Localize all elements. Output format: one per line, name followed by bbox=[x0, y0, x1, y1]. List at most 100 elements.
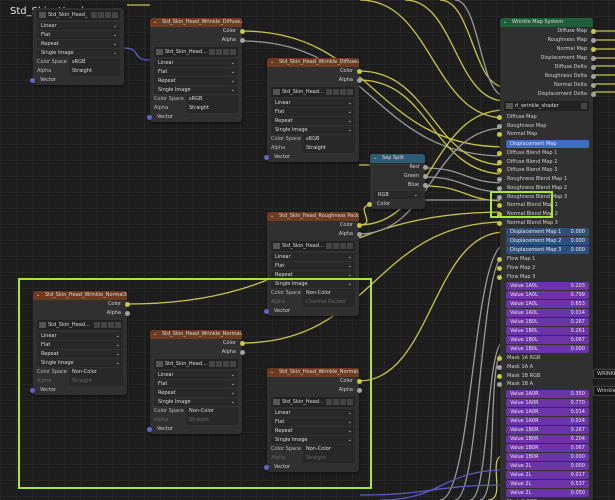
input-socket[interactable] bbox=[497, 194, 502, 200]
fake-user-icon[interactable] bbox=[216, 49, 222, 55]
input-socket[interactable] bbox=[264, 465, 269, 470]
collapse-chevron-icon[interactable]: ⌄ bbox=[503, 19, 508, 25]
image-selector[interactable]: Std_Skin_Head... bbox=[154, 359, 238, 369]
node-dropdown[interactable]: Flat⌄ bbox=[37, 31, 120, 39]
node-header[interactable]: ⌄Std_Skin_Head_Wrinkle_Normal1.png bbox=[267, 368, 359, 377]
users-icon[interactable] bbox=[326, 243, 332, 249]
close-icon[interactable] bbox=[347, 89, 353, 95]
input-socket[interactable] bbox=[30, 388, 35, 393]
property-value[interactable]: Straight bbox=[186, 416, 238, 425]
output-socket[interactable] bbox=[591, 29, 596, 34]
input-socket[interactable] bbox=[497, 365, 502, 370]
input-socket[interactable] bbox=[497, 274, 502, 280]
collapse-chevron-icon[interactable]: ⌄ bbox=[270, 213, 275, 219]
image-texture-node[interactable]: ⌄Std_Skin_Head_Wrinkle_Diffuse2.pngColor… bbox=[147, 18, 245, 122]
node-dropdown[interactable]: Repeat⌄ bbox=[154, 77, 238, 85]
output-socket[interactable] bbox=[591, 83, 596, 88]
input-socket[interactable] bbox=[30, 78, 35, 83]
open-folder-icon[interactable] bbox=[340, 89, 346, 95]
node-dropdown[interactable]: Linear⌄ bbox=[271, 253, 355, 261]
node-dropdown[interactable]: Flat⌄ bbox=[271, 418, 355, 426]
input-socket[interactable] bbox=[497, 211, 502, 217]
node-dropdown[interactable]: Linear⌄ bbox=[37, 332, 123, 340]
input-socket[interactable] bbox=[264, 155, 269, 160]
output-socket[interactable] bbox=[423, 165, 428, 170]
fake-user-icon[interactable] bbox=[333, 243, 339, 249]
property-value[interactable]: Non-Color bbox=[69, 368, 123, 377]
fake-user-icon[interactable] bbox=[101, 322, 107, 328]
output-socket[interactable] bbox=[591, 47, 596, 52]
property-value[interactable]: Non-Color bbox=[186, 407, 238, 416]
collapse-chevron-icon[interactable]: ⌄ bbox=[270, 369, 275, 375]
node-header[interactable]: ⌄Std_Skin_Head_Wrinkle_Normal3.png bbox=[33, 291, 127, 300]
node-header[interactable]: ⌄Std_Skin_Head_Wrinkle_Normal2.png bbox=[150, 330, 242, 339]
node-header[interactable]: ⌄Sep Split bbox=[370, 154, 425, 163]
node-header[interactable]: ⌄Std_Skin_Head_Wrinkle_Diffuse2.png bbox=[150, 18, 242, 27]
users-icon[interactable] bbox=[326, 399, 332, 405]
output-socket[interactable] bbox=[591, 92, 596, 97]
output-socket[interactable] bbox=[423, 174, 428, 179]
property-value[interactable]: Straight bbox=[69, 67, 120, 76]
output-socket[interactable] bbox=[240, 341, 245, 346]
input-socket[interactable] bbox=[497, 257, 502, 263]
users-icon[interactable] bbox=[326, 89, 332, 95]
image-texture-node[interactable]: ⌄Std_Skin_Head_Wrinkle_Diffuse1.pngColor… bbox=[264, 58, 362, 162]
input-socket[interactable] bbox=[147, 115, 152, 120]
open-folder-icon[interactable] bbox=[105, 12, 111, 18]
input-socket[interactable] bbox=[497, 115, 502, 120]
node-dropdown[interactable]: Single Image⌄ bbox=[154, 86, 238, 94]
property-value[interactable]: Straight bbox=[303, 454, 355, 463]
node-header[interactable]: ⌄Std_Skin_Head_Wrinkle_Diffuse1.png bbox=[267, 58, 359, 67]
node-dropdown[interactable]: Single Image⌄ bbox=[154, 398, 238, 406]
property-value[interactable]: Straight bbox=[69, 377, 123, 386]
input-socket[interactable] bbox=[264, 309, 269, 314]
input-socket[interactable] bbox=[497, 382, 502, 388]
node-header[interactable]: ⌄Std_Skin_Head_Roughness Packed.exr bbox=[267, 212, 359, 221]
property-value[interactable]: Straight bbox=[303, 144, 355, 153]
node-dropdown[interactable]: Single Image⌄ bbox=[271, 126, 355, 134]
close-icon[interactable] bbox=[112, 12, 118, 18]
input-socket[interactable] bbox=[497, 159, 502, 165]
property-value[interactable]: Channel Packed bbox=[303, 298, 355, 307]
input-socket[interactable] bbox=[497, 373, 502, 379]
node-dropdown[interactable]: Flat⌄ bbox=[154, 380, 238, 388]
input-socket[interactable] bbox=[497, 132, 502, 138]
collapse-chevron-icon[interactable]: ⌄ bbox=[270, 59, 275, 65]
output-socket[interactable] bbox=[591, 38, 596, 43]
fake-user-icon[interactable] bbox=[333, 89, 339, 95]
close-icon[interactable] bbox=[230, 49, 236, 55]
close-icon[interactable] bbox=[347, 243, 353, 249]
image-texture-node[interactable]: ⌄Std_Skin_Head_Roughness Packed.exrColor… bbox=[264, 212, 362, 316]
node-dropdown[interactable]: Repeat⌄ bbox=[271, 427, 355, 435]
output-socket[interactable] bbox=[591, 74, 596, 79]
collapse-chevron-icon[interactable]: ⌄ bbox=[153, 331, 158, 337]
input-socket[interactable] bbox=[497, 356, 502, 362]
output-socket[interactable] bbox=[240, 350, 245, 355]
node-group-selector[interactable]: rl_wrinkle_shader bbox=[504, 101, 589, 111]
node-dropdown[interactable]: Linear⌄ bbox=[271, 99, 355, 107]
fake-user-icon[interactable] bbox=[216, 361, 222, 367]
open-folder-icon[interactable] bbox=[340, 243, 346, 249]
input-socket[interactable] bbox=[497, 151, 502, 157]
